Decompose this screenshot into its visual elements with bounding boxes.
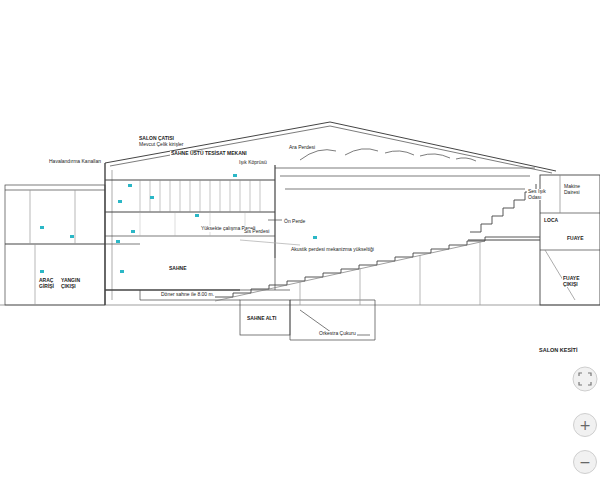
part-label: Ara Perdesi <box>288 145 316 151</box>
part-label: Sis Perdesi <box>243 229 270 235</box>
part-label: FUAYE ÇIKIŞI <box>562 276 594 287</box>
button-symbol: + <box>579 418 591 432</box>
part-label: Döner sahne ile 8.00 m. <box>160 292 215 298</box>
part-label: Makine Dairesi <box>563 184 595 195</box>
part-label: SAHNE ALTI <box>246 316 277 322</box>
part-label: Ön Perde <box>283 219 306 225</box>
part-label: Orkestra Çukuru <box>318 331 357 337</box>
drawing-caption: SALON KESİTİ <box>538 347 579 353</box>
expand-button <box>573 367 597 391</box>
part-label: SAHNE <box>168 266 188 272</box>
part-label: Ses Işık Odası <box>527 189 551 200</box>
part-label: YANGIN ÇIKIŞI <box>60 278 84 289</box>
part-label: Havalandırma Kanalları <box>48 159 102 165</box>
zoom-button: − <box>573 450 597 474</box>
part-label: Akustik perdesi mekanizma yükseltiği <box>290 247 375 253</box>
part-label: Mevcut Çelik kirişler <box>138 142 184 148</box>
zoom-button: + <box>573 413 597 437</box>
part-label: SAHNE ÜSTÜ TESİSAT MEKANI <box>170 151 248 157</box>
part-label: LOCA <box>543 218 559 224</box>
part-label: ARAÇ GİRİŞİ <box>38 278 60 289</box>
part-label: FUAYE <box>566 236 585 242</box>
part-label: SALON ÇATISI <box>138 136 175 142</box>
part-label: Işık Köprüsü <box>238 160 268 166</box>
button-symbol: − <box>579 455 591 469</box>
